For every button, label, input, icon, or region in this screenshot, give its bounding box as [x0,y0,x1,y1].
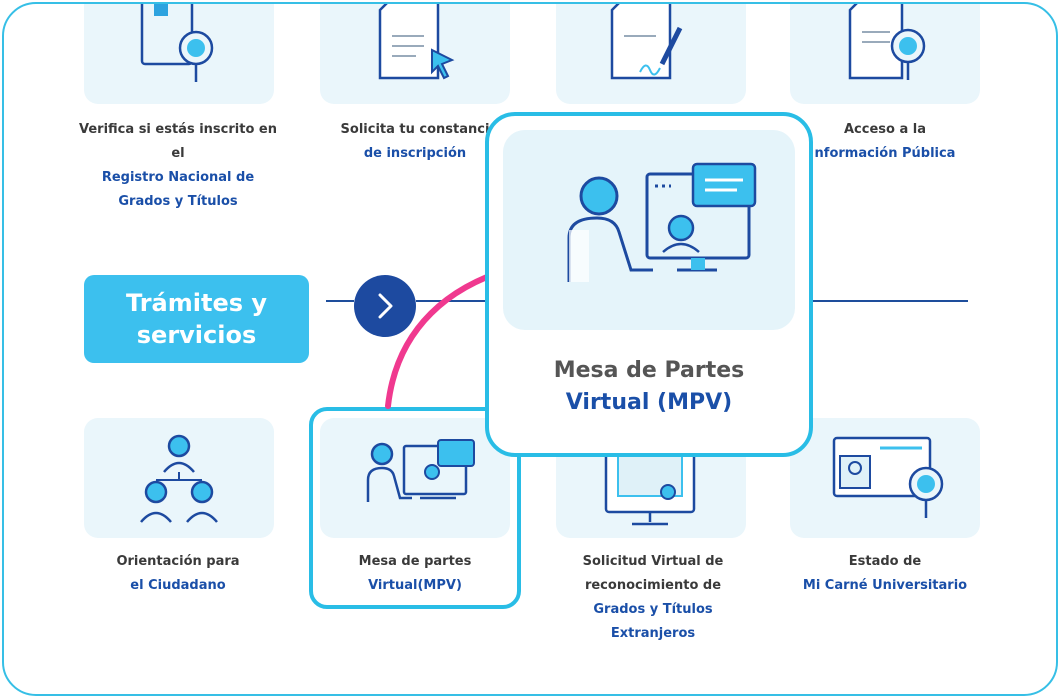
card-mesa-partes[interactable] [320,418,510,538]
certificate-monitor-icon [604,446,696,526]
label-orientacion: Orientación para el Ciudadano [68,550,288,598]
divider-line [812,300,968,302]
card-carne-universitario[interactable] [790,418,980,538]
link-grados-titulos-extranjeros[interactable]: Grados y Títulos [593,602,713,617]
link-informacion-publica[interactable]: nformación Pública [814,146,956,161]
label-line: Mesa de partes [358,554,472,569]
highlight-frame [309,407,521,609]
label-line: Estado de [848,554,922,569]
banner-line: servicios [136,321,257,349]
label-line: reconocimiento de [584,578,722,593]
id-card-search-icon [832,436,944,518]
zoom-title: Mesa de Partes [553,358,745,383]
people-hierarchy-icon [140,434,218,523]
link-carne-universitario[interactable]: Mi Carné Universitario [802,578,968,593]
card-informacion-publica[interactable] [790,4,980,104]
divider-line [326,300,354,302]
document-sign-icon [610,4,683,80]
label-line: el [171,146,185,161]
divider-line [416,300,488,302]
document-cursor-icon [378,4,455,80]
link-mpv[interactable]: Virtual(MPV) [368,578,462,593]
document-search-icon [848,4,926,80]
virtual-meeting-icon [567,162,757,282]
card-registro-nacional[interactable] [84,4,274,104]
label-line: Verifica si estás inscrito en [79,122,277,137]
link-registro-nacional[interactable]: Registro Nacional de [101,170,255,185]
label-informacion-publica: Acceso a la nformación Pública [780,118,990,166]
tramites-servicios-banner: Trámites y servicios [84,275,309,363]
label-carne: Estado de Mi Carné Universitario [770,550,1000,598]
card-orientacion[interactable] [84,418,274,538]
link-extranjeros[interactable]: Extranjeros [610,626,696,641]
label-line: Orientación para [116,554,240,569]
link-inscripcion[interactable]: de inscripción [363,146,467,161]
chevron-right-icon [378,293,393,319]
link-grados-titulos[interactable]: Grados y Títulos [118,194,238,209]
document-search-icon [140,4,214,82]
label-mesa-partes: Mesa de partes Virtual(MPV) [310,550,520,598]
label-registro-nacional: Verifica si estás inscrito en el Registr… [68,118,288,214]
label-line: Solicitud Virtual de [582,554,724,569]
zoom-callout[interactable]: Mesa de Partes Virtual (MPV) [485,112,813,457]
label-solicitud-virtual: Solicitud Virtual de reconocimiento de G… [540,550,766,646]
link-ciudadano[interactable]: el Ciudadano [130,578,226,593]
banner-line: Trámites y [125,289,268,317]
card-constancia[interactable] [320,4,510,104]
virtual-meeting-icon [366,439,475,502]
card-firma[interactable] [556,4,746,104]
label-line: Acceso a la [843,122,926,137]
label-line: Solicita tu constanci [340,122,490,137]
label-constancia: Solicita tu constanci de inscripción [310,118,520,166]
zoom-title-link[interactable]: Virtual (MPV) [565,390,733,415]
next-button[interactable] [354,275,416,337]
zoom-card [503,130,795,330]
